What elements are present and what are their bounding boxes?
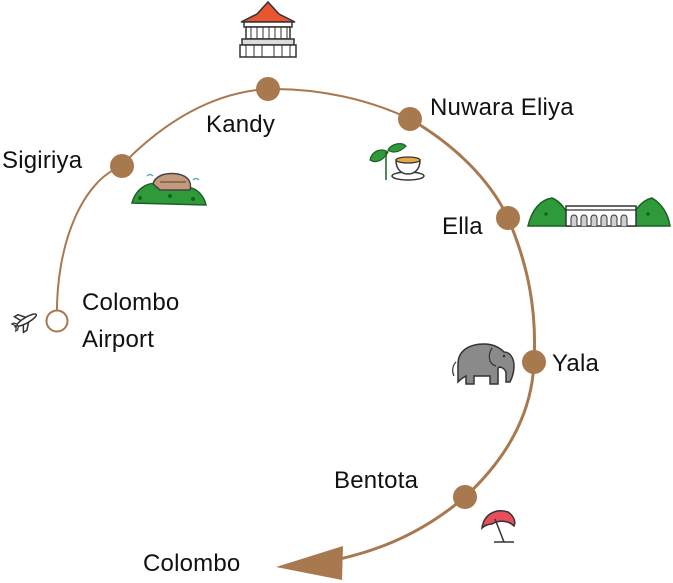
stop-marker-yala[interactable]: [522, 350, 546, 374]
stop-label-colombo: Colombo: [143, 549, 240, 579]
stop-marker-sigiriya[interactable]: [110, 154, 134, 178]
elephant-icon: [453, 344, 514, 384]
stop-marker-ella[interactable]: [496, 206, 520, 230]
stop-marker-bentota[interactable]: [453, 485, 477, 509]
stop-marker-kandy[interactable]: [256, 77, 280, 101]
temple-pavilion-icon: [240, 2, 296, 57]
stop-label-yala: Yala: [552, 349, 599, 379]
stop-label-nuwara-eliya: Nuwara Eliya: [430, 93, 574, 123]
stop-label-colombo-airport-line2: Airport: [82, 325, 154, 355]
rock-fortress-icon: [132, 173, 206, 205]
stop-label-bentota: Bentota: [334, 466, 418, 496]
airplane-icon: [9, 307, 41, 336]
arrow-head-icon: [276, 546, 343, 580]
beach-umbrella-icon: [482, 511, 515, 542]
stop-label-ella: Ella: [442, 212, 483, 242]
route-line-lower: [300, 119, 535, 566]
stop-label-colombo-airport-line1: Colombo: [82, 288, 179, 318]
stop-label-kandy: Kandy: [206, 110, 275, 140]
stop-label-sigiriya: Sigiriya: [2, 146, 82, 176]
stop-marker-nuwara-eliya[interactable]: [398, 107, 422, 131]
tea-cup-icon: [370, 144, 424, 180]
arched-bridge-icon: [528, 198, 670, 226]
stop-marker-colombo-airport[interactable]: [47, 311, 68, 332]
